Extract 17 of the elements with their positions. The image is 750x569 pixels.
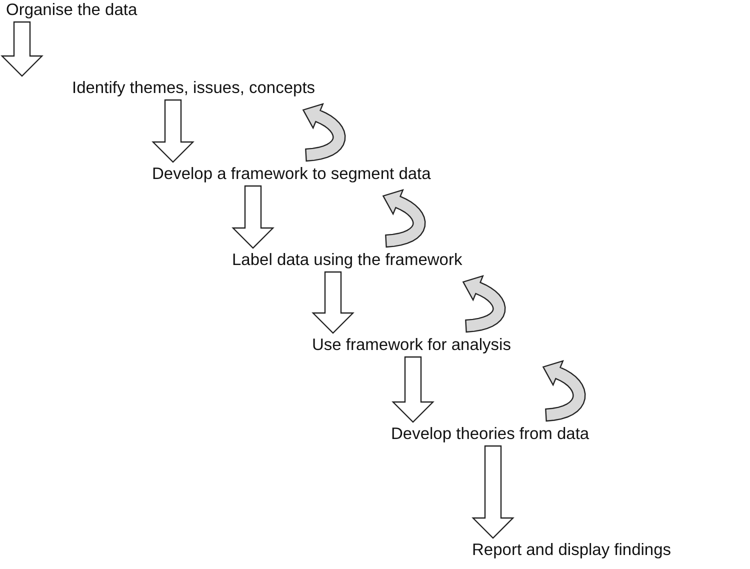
step-text: Identify themes, issues, concepts xyxy=(72,78,316,98)
loop-back-arrow xyxy=(462,275,506,333)
block-arrow xyxy=(472,445,514,539)
step-text: Report and display findings xyxy=(472,540,672,560)
block-arrow xyxy=(152,99,194,163)
step-text: Organise the data xyxy=(6,0,138,20)
step-text: Develop a framework to segment data xyxy=(152,164,431,184)
block-arrow xyxy=(0,21,44,77)
step-text: Label data using the framework xyxy=(232,250,462,270)
loop-back-arrow xyxy=(542,360,586,422)
loop-back-arrow xyxy=(382,189,426,248)
block-arrow xyxy=(392,356,434,423)
block-arrow xyxy=(312,271,354,334)
step-text: Develop theories from data xyxy=(391,424,590,444)
loop-back-arrow xyxy=(302,103,346,162)
step-text: Use framework for analysis xyxy=(312,335,511,355)
block-arrow xyxy=(232,185,274,249)
